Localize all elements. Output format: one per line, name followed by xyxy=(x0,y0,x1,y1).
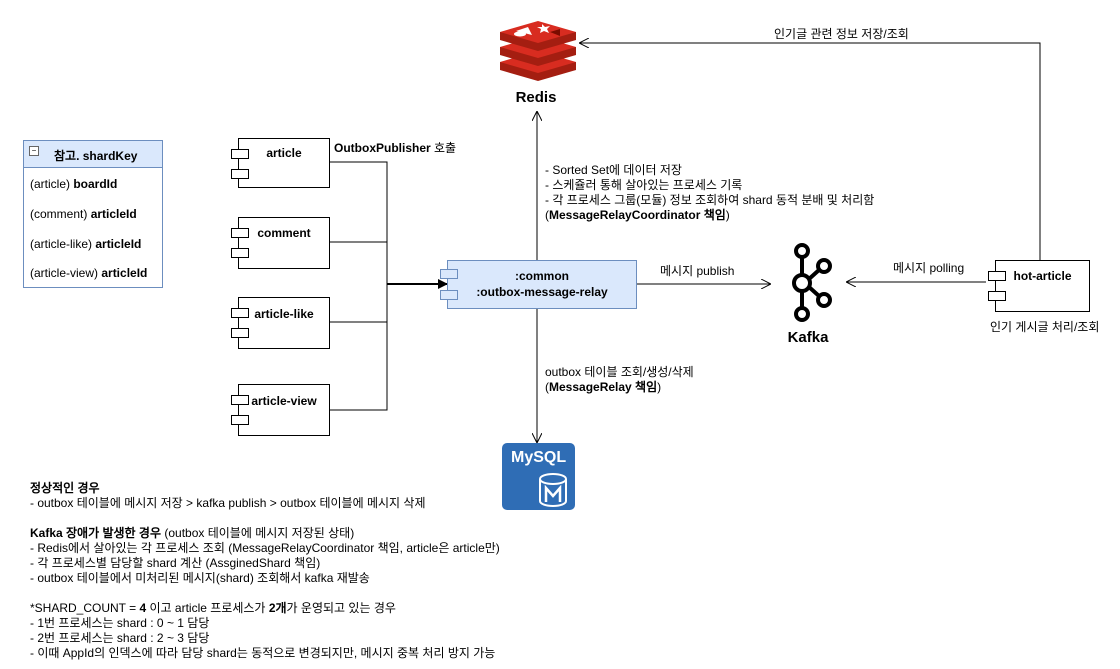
normal-case-title: 정상적인 경우 xyxy=(30,481,100,495)
component-port-icon xyxy=(440,290,458,300)
component-port-icon xyxy=(231,308,249,318)
component-port-icon xyxy=(231,415,249,425)
shard-key-title: 참고. shardKey xyxy=(54,149,138,163)
shard-key-value: articleId xyxy=(90,207,137,221)
publish-label: 메시지 publish xyxy=(660,264,735,278)
hot-article-to-redis-arrow xyxy=(580,43,1041,260)
article-like-component[interactable]: article-like xyxy=(231,297,330,349)
kafka-icon xyxy=(792,243,832,322)
note-line: - 각 프로세스별 담당할 shard 계산 (AssginedShard 책임… xyxy=(30,556,321,570)
comment-component[interactable]: comment xyxy=(231,217,330,269)
shard-key-row: (article-like) articleId xyxy=(30,237,141,251)
note-line: - Redis에서 살아있는 각 프로세스 조회 (MessageRelayCo… xyxy=(30,541,500,555)
article-view-component[interactable]: article-view xyxy=(231,384,330,436)
shard-key-value: articleId xyxy=(95,237,142,251)
mysql-note-line: (MessageRelay 책임) xyxy=(545,380,662,394)
shard-key-service: (article-view) xyxy=(30,266,102,280)
polling-label: 메시지 polling xyxy=(893,261,965,275)
article-component[interactable]: article xyxy=(231,138,330,188)
hot-article-component[interactable]: hot-article xyxy=(988,260,1090,312)
component-port-icon xyxy=(988,271,1006,281)
component-port-icon xyxy=(231,395,249,405)
article-like-label: article-like xyxy=(254,307,314,321)
component-port-icon xyxy=(988,291,1006,301)
component-port-icon xyxy=(231,328,249,338)
relay-label-line2: :outbox-message-relay xyxy=(476,285,608,299)
shard-key-row: (article) boardId xyxy=(30,177,117,191)
shard-key-row: (article-view) articleId xyxy=(30,266,147,280)
note-line: - outbox 테이블에서 미처리된 메시지(shard) 조회해서 kafk… xyxy=(30,571,370,585)
redis-icon xyxy=(500,21,576,81)
article-label: article xyxy=(266,146,302,160)
database-cylinder-icon xyxy=(539,473,567,507)
mysql-logo-text: MySQL xyxy=(511,449,567,466)
component-port-icon xyxy=(231,248,249,258)
shard-key-service: (article) xyxy=(30,177,74,191)
hot-article-label: hot-article xyxy=(1013,269,1072,283)
shard-key-value: articleId xyxy=(101,266,148,280)
note-line: - outbox 테이블에 메시지 저장 > kafka publish > o… xyxy=(30,496,426,510)
redis-notes: - Sorted Set에 데이터 저장 - 스케쥴러 통해 살아있는 프로세스… xyxy=(545,163,874,223)
redis-note-line: - Sorted Set에 데이터 저장 xyxy=(545,163,682,177)
kafka-label: Kafka xyxy=(787,329,829,346)
hot-article-redis-label: 인기글 관련 정보 저장/조회 xyxy=(774,27,909,41)
relay-label: :common :outbox-message-relay xyxy=(448,268,636,300)
mysql-icon: MySQL xyxy=(502,443,575,510)
redis-label: Redis xyxy=(515,89,557,106)
shard-key-value: boardId xyxy=(73,177,118,191)
outbox-publisher-label: OutboxPublisher 호출 xyxy=(334,141,457,155)
outbox-message-relay-component[interactable]: :common :outbox-message-relay xyxy=(440,260,637,309)
shard-count-line: *SHARD_COUNT = 4 이고 article 프로세스가 2개가 운영… xyxy=(30,601,396,615)
component-port-icon xyxy=(231,228,249,238)
mysql-note-line: outbox 테이블 조회/생성/삭제 xyxy=(545,365,694,379)
component-port-icon xyxy=(231,169,249,179)
redis-note-line: - 각 프로세스 그룹(모듈) 정보 조회하여 shard 동적 분배 및 처리… xyxy=(545,193,875,207)
article-to-relay-line xyxy=(329,161,388,284)
note-line: - 2번 프로세스는 shard : 2 ~ 3 담당 xyxy=(30,631,210,645)
shard-key-panel: − 참고. shardKey (article) boardId (commen… xyxy=(23,140,163,288)
kafka-failure-title: Kafka 장애가 발생한 경우 (outbox 테이블에 메시지 저장된 상태… xyxy=(30,526,355,540)
shard-key-service: (comment) xyxy=(30,207,91,221)
shard-key-service: (article-like) xyxy=(30,237,96,251)
comment-label: comment xyxy=(257,226,311,240)
article-view-label: article-view xyxy=(251,394,317,408)
hot-article-desc: 인기 게시글 처리/조회 xyxy=(990,320,1100,334)
note-line: - 1번 프로세스는 shard : 0 ~ 1 담당 xyxy=(30,616,210,630)
notes-block: 정상적인 경우 - outbox 테이블에 메시지 저장 > kafka pub… xyxy=(30,481,500,661)
mysql-notes: outbox 테이블 조회/생성/삭제 (MessageRelay 책임) xyxy=(545,365,694,395)
relay-label-line1: :common xyxy=(515,269,569,283)
shard-key-row: (comment) articleId xyxy=(30,207,137,221)
collapse-icon[interactable]: − xyxy=(29,146,39,156)
component-port-icon xyxy=(440,269,458,279)
component-port-icon xyxy=(231,149,249,159)
note-line: - 이때 AppId의 인덱스에 따라 담당 shard는 동적으로 변경되지만… xyxy=(30,646,496,660)
article-view-to-relay-line xyxy=(329,284,388,411)
redis-note-line: (MessageRelayCoordinator 책임) xyxy=(545,208,730,222)
redis-note-line: - 스케쥴러 통해 살아있는 프로세스 기록 xyxy=(545,178,743,192)
shard-key-header: − 참고. shardKey xyxy=(24,141,162,168)
